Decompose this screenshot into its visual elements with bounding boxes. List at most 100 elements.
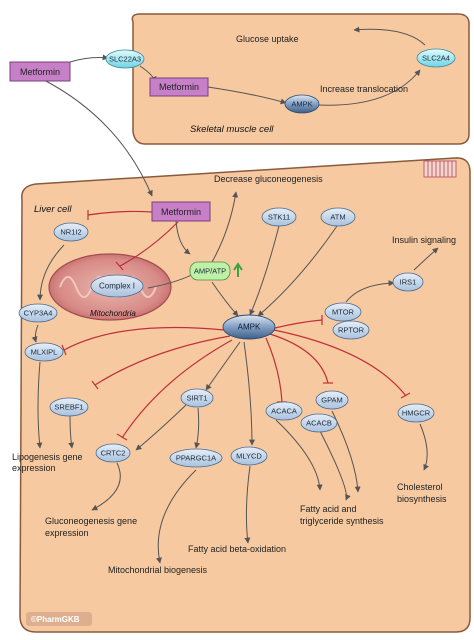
increase-arrow-icon [233,262,243,277]
inhibit-ampk-crtc2 [121,339,233,439]
inhibit-ampk-srebf1 [94,335,231,386]
pharmgkb-watermark: ©PharmGKB [26,612,92,626]
muscle-cell-label: Skeletal muscle cell [190,124,274,135]
node-crtc2[interactable]: CRTC2 [95,443,131,463]
node-ampk[interactable]: AMPK [222,314,276,340]
mlxipl-label: MLXIPL [31,348,58,357]
mtor-label: MTOR [332,308,355,317]
node-acacb[interactable]: ACACB [300,413,338,433]
mlycd-label: MLYCD [236,452,262,461]
edge-atm-ampk [257,225,338,317]
metformin-outside-label: Metformin [20,67,60,77]
inhibit-metformin-nr1i2 [87,210,153,216]
node-nr1i2[interactable]: NR1I2 [53,222,89,242]
muscle-cell-shape [131,13,470,145]
node-gpam[interactable]: GPAM [315,390,349,410]
mitochondria-label: Mitochondria [90,309,136,318]
inhibit-ampk-gpam [269,333,329,384]
node-sirt1[interactable]: SIRT1 [180,388,214,408]
node-hmgcr[interactable]: HMGCR [397,403,435,423]
node-complex1[interactable]: Complex I [90,274,144,298]
edge-metformin-ampk-muscle [207,86,287,105]
metformin-liver-label: Metformin [161,207,201,217]
acaca-label: ACACA [271,407,297,416]
complex1-label: Complex I [99,282,135,291]
inhibit-ampk-mtor [274,319,323,329]
inhibition-edges [61,210,411,441]
drug-metformin-liver[interactable]: Metformin [151,201,211,222]
ampk-label: AMPK [238,323,261,332]
glucose-uptake-label: Glucose uptake [236,34,299,44]
node-irs1[interactable]: IRS1 [392,272,424,292]
edge-irs1-insulin [413,247,439,271]
fatty-acid-beta-oxidation-label: Fatty acid beta-oxidation [188,544,286,554]
crtc2-label: CRTC2 [101,449,126,458]
node-ppargc1a[interactable]: PPARGC1A [169,448,223,468]
edge-mlxipl-lipo [36,361,43,449]
edge-srebf1-lipo [68,415,75,449]
edge-slc2a4-glucose [353,26,426,46]
cyp3a4-label: CYP3A4 [24,309,53,318]
amp-atp-label: AMP/ATP [194,267,226,276]
node-mlycd[interactable]: MLYCD [230,446,268,466]
edge-cyp3a4-mlxipl [31,324,39,343]
edge-ampk-irs1-mtor [345,280,395,303]
ampk-muscle-label: AMPK [291,100,312,109]
lipogenesis-label-line1: Lipogenesis gene [12,452,83,462]
node-ampk-muscle[interactable]: AMPK [284,94,320,114]
fatty-acid-label-line2: triglyceride synthesis [300,516,384,526]
inhibit-metformin-complex1 [119,221,179,267]
edge-mlycd-fabo [244,465,251,544]
drug-metformin-outside[interactable]: Metformin [9,61,71,82]
node-stk11[interactable]: STK11 [261,207,297,227]
watermark-text: ©PharmGKB [31,615,80,624]
metformin-muscle-label: Metformin [159,82,199,92]
edge-stk11-ampk [249,225,280,316]
decrease-gluconeogenesis-label: Decrease gluconeogenesis [214,174,323,184]
gluconeogenesis-label-line1: Gluconeogenesis gene [45,516,137,526]
node-amp-atp[interactable]: AMP/ATP [189,261,243,281]
node-rptor[interactable]: RPTOR [332,320,370,340]
edge-hmgcr-chol [419,423,429,471]
edge-ampk-mlycd [243,341,255,446]
edge-crtc2-gluconeo [91,462,121,511]
slc2a4-label: SLC2A4 [422,54,450,63]
edge-metformin-slc22a3 [69,54,109,63]
inhibit-ampk-hmgcr [273,329,407,397]
edge-ppargc1a-mitobio [155,469,197,564]
gpam-label: GPAM [321,396,343,405]
stk11-label: STK11 [268,213,290,222]
fatty-acid-label-line1: Fatty acid and [300,504,357,514]
edge-metformin-liver [43,79,153,197]
liver-cell-label: Liver cell [34,204,72,215]
mitochondrial-biogenesis-label: Mitochondrial biogenesis [108,565,208,575]
ppargc1a-label: PPARGC1A [176,454,216,463]
inhibit-ampk-acaca [265,337,283,403]
node-acaca[interactable]: ACACA [265,401,303,421]
drug-metformin-muscle[interactable]: Metformin [149,77,209,97]
cholesterol-label-line1: Cholesterol [397,482,443,492]
gluconeogenesis-label-line2: expression [45,528,89,538]
node-srebf1[interactable]: SREBF1 [49,397,89,417]
node-mlxipl[interactable]: MLXIPL [24,342,64,362]
srebf1-label: SREBF1 [54,403,83,412]
node-atm[interactable]: ATM [320,207,356,227]
acacb-label: ACACB [306,419,332,428]
node-cyp3a4[interactable]: CYP3A4 [18,303,58,323]
edge-sirt1-ppargc1a [194,407,201,449]
slc22a3-label: SLC22A3 [109,55,141,64]
increase-translocation-label: Increase translocation [320,84,408,94]
edge-sirt1-crtc2 [135,404,187,451]
cholesterol-label-line2: biosynthesis [397,494,447,504]
inhibit-ampk-mlxipl [63,326,225,351]
node-mtor[interactable]: MTOR [324,302,362,322]
node-slc2a4[interactable]: SLC2A4 [416,48,456,68]
irs1-label: IRS1 [400,278,417,287]
edge-acaca-fa [275,419,323,491]
edge-amp-ampk [211,281,239,317]
hmgcr-label: HMGCR [402,409,431,418]
node-slc22a3[interactable]: SLC22A3 [105,49,145,69]
edge-ampk-sirt1 [205,341,241,391]
